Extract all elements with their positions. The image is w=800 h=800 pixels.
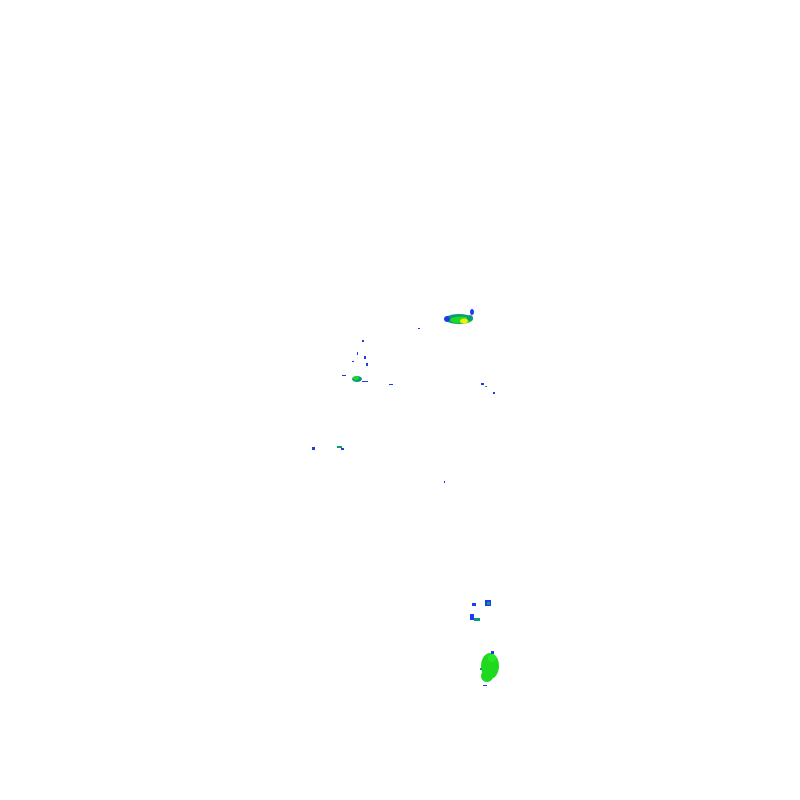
echo-west-specks (312, 446, 445, 483)
echo-northeast-cell (418, 309, 474, 329)
echo-south-small-cells (470, 600, 491, 621)
echo-central-west-cells (342, 340, 393, 385)
echo-south-main-cell (480, 651, 499, 686)
echo-east-specks (481, 383, 495, 394)
